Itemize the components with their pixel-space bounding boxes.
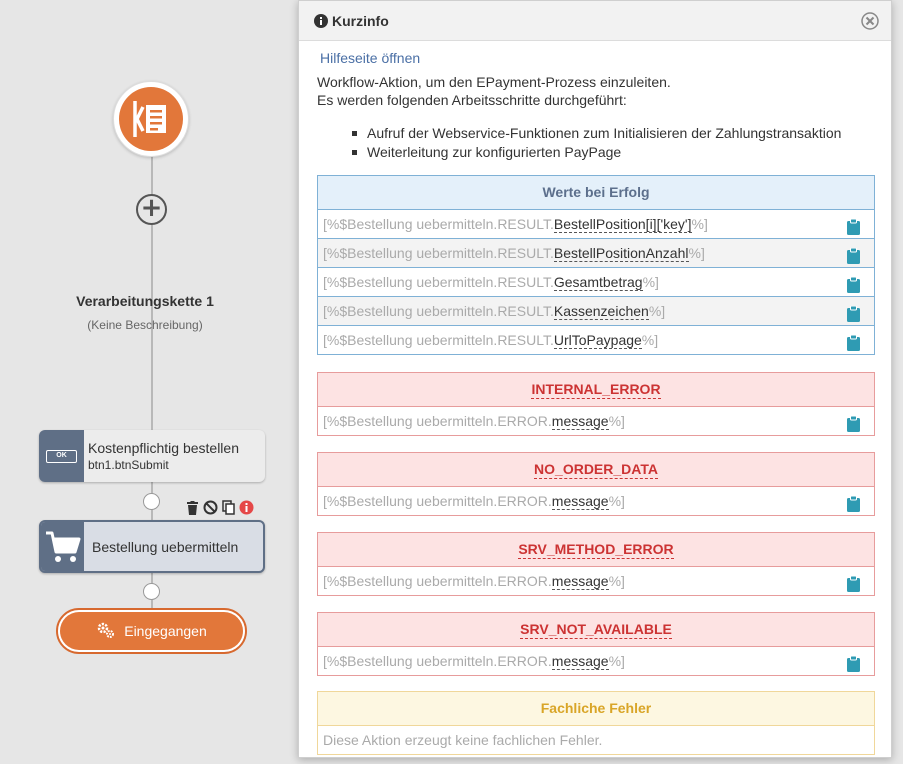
- gears-icon: [96, 621, 116, 642]
- disable-icon[interactable]: [203, 500, 218, 520]
- business-errors-text: Diese Aktion erzeugt keine fachlichen Fe…: [318, 725, 874, 754]
- chain-description: (Keine Beschreibung): [87, 318, 203, 332]
- node-title: Kostenpflichtig bestellen: [88, 440, 239, 456]
- end-state-node[interactable]: Eingegangen: [56, 608, 247, 654]
- value-row: [%$Bestellung uebermitteln.RESULT.Bestel…: [318, 209, 874, 238]
- start-node[interactable]: [113, 81, 189, 157]
- connector-line: [151, 156, 153, 430]
- clipboard-icon[interactable]: [847, 493, 860, 521]
- clipboard-icon[interactable]: [847, 413, 860, 441]
- info-icon: [314, 14, 328, 33]
- workflow-canvas: + Verarbeitungskette 1 (Keine Beschreibu…: [0, 0, 300, 764]
- description-line: Workflow-Aktion, um den EPayment-Prozess…: [317, 74, 671, 90]
- value-row: [%$Bestellung uebermitteln.RESULT.UrlToP…: [318, 325, 874, 354]
- section-header: SRV_NOT_AVAILABLE: [318, 613, 874, 646]
- value-row: [%$Bestellung uebermitteln.RESULT.Kassen…: [318, 296, 874, 325]
- value-row: [%$Bestellung uebermitteln.ERROR.message…: [318, 486, 874, 515]
- value-row: [%$Bestellung uebermitteln.ERROR.message…: [318, 566, 874, 595]
- shopping-cart-icon: [45, 530, 81, 569]
- connector-dot[interactable]: [143, 493, 160, 510]
- form-start-icon: [119, 87, 183, 151]
- connector-dot[interactable]: [143, 583, 160, 600]
- clipboard-icon[interactable]: [847, 303, 860, 331]
- clipboard-icon[interactable]: [847, 274, 860, 302]
- section-header: Fachliche Fehler: [318, 692, 874, 725]
- error-section-srv-not-available: SRV_NOT_AVAILABLE [%$Bestellung uebermit…: [317, 612, 875, 676]
- steps-list: Aufruf der Webservice-Funktionen zum Ini…: [347, 124, 841, 162]
- section-header: INTERNAL_ERROR: [318, 373, 874, 406]
- clipboard-icon[interactable]: [847, 573, 860, 601]
- add-step-button[interactable]: +: [136, 194, 167, 225]
- list-item: Weiterleitung zur konfigurierten PayPage: [347, 143, 841, 162]
- value-row: [%$Bestellung uebermitteln.RESULT.Gesamt…: [318, 267, 874, 296]
- node-subtitle: btn1.btnSubmit: [88, 458, 169, 472]
- popup-title: Kurzinfo: [332, 13, 389, 29]
- section-header: Werte bei Erfolg: [318, 176, 874, 209]
- error-section-no-order-data: NO_ORDER_DATA [%$Bestellung uebermitteln…: [317, 452, 875, 516]
- close-icon[interactable]: [861, 12, 879, 35]
- list-item: Aufruf der Webservice-Funktionen zum Ini…: [347, 124, 841, 143]
- ok-button-icon: OK: [46, 450, 77, 463]
- business-errors-section: Fachliche Fehler Diese Aktion erzeugt ke…: [317, 691, 875, 755]
- section-header: NO_ORDER_DATA: [318, 453, 874, 486]
- error-section-internal-error: INTERNAL_ERROR [%$Bestellung uebermittel…: [317, 372, 875, 436]
- info-badge-icon[interactable]: [239, 500, 254, 520]
- description-line: Es werden folgenden Arbeitsschritte durc…: [317, 92, 627, 108]
- success-values-section: Werte bei Erfolg [%$Bestellung uebermitt…: [317, 175, 875, 355]
- value-row: [%$Bestellung uebermitteln.RESULT.Bestel…: [318, 238, 874, 267]
- node-icon-panel: OK: [39, 430, 84, 482]
- copy-icon[interactable]: [222, 500, 235, 520]
- order-action-node[interactable]: Bestellung uebermitteln: [39, 520, 265, 573]
- node-title: Bestellung uebermitteln: [92, 539, 239, 555]
- kurzinfo-popup: Kurzinfo Hilfeseite öffnen Workflow-Akti…: [298, 0, 892, 758]
- help-page-link[interactable]: Hilfeseite öffnen: [320, 50, 421, 66]
- value-row: [%$Bestellung uebermitteln.ERROR.message…: [318, 646, 874, 675]
- node-icon-panel: [41, 522, 84, 571]
- value-row: [%$Bestellung uebermitteln.ERROR.message…: [318, 406, 874, 435]
- clipboard-icon[interactable]: [847, 216, 860, 244]
- chain-title: Verarbeitungskette 1: [76, 293, 214, 309]
- section-header: SRV_METHOD_ERROR: [318, 533, 874, 566]
- clipboard-icon[interactable]: [847, 245, 860, 273]
- end-state-label: Eingegangen: [124, 623, 207, 639]
- trash-icon[interactable]: [186, 500, 199, 520]
- node-toolbar: [186, 500, 254, 520]
- popup-header: Kurzinfo: [299, 1, 891, 41]
- clipboard-icon[interactable]: [847, 332, 860, 360]
- clipboard-icon[interactable]: [847, 653, 860, 681]
- description: Workflow-Aktion, um den EPayment-Prozess…: [317, 73, 671, 109]
- button-trigger-node[interactable]: OK Kostenpflichtig bestellen btn1.btnSub…: [39, 430, 265, 482]
- error-section-srv-method-error: SRV_METHOD_ERROR [%$Bestellung uebermitt…: [317, 532, 875, 596]
